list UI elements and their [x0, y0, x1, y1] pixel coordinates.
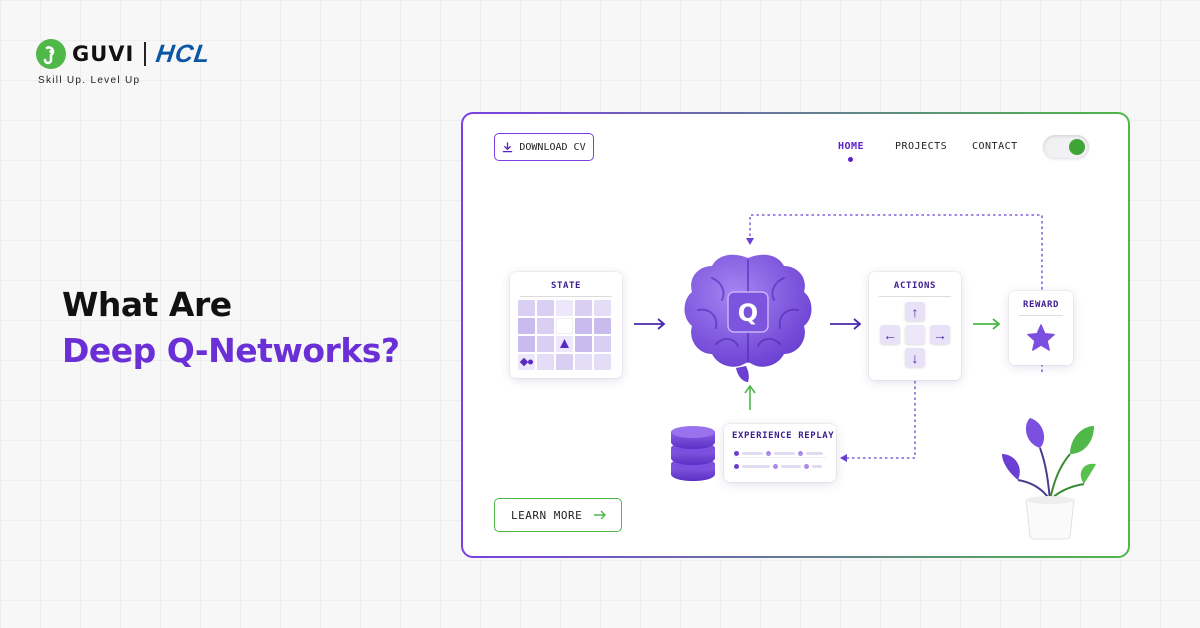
action-dpad: ↑ ← → ↓ [880, 302, 950, 368]
actions-card: ACTIONS ↑ ← → ↓ [869, 272, 961, 380]
brand-logo: GUVI HCL Skill Up. Level Up [36, 38, 213, 86]
arrow-left-icon: ← [880, 325, 900, 344]
arrow-right-icon: → [930, 325, 950, 344]
learn-more-button[interactable]: LEARN MORE [494, 498, 622, 532]
arrow-right-icon [973, 318, 1001, 330]
arrow-right-icon [594, 510, 606, 520]
nav-contact[interactable]: CONTACT [972, 141, 1018, 152]
replay-title: EXPERIENCE REPLAY [732, 431, 835, 441]
download-cv-button[interactable]: DOWNLOAD CV [494, 133, 594, 161]
actions-title: ACTIONS [893, 281, 937, 291]
mock-website-frame: DOWNLOAD CV HOME PROJECTS CONTACT STATE [461, 112, 1130, 558]
database-icon [671, 426, 715, 481]
download-icon [503, 141, 513, 152]
state-grid [518, 300, 611, 370]
brain-icon: Q [684, 254, 812, 382]
state-title: STATE [550, 281, 582, 291]
experience-replay-card: EXPERIENCE REPLAY [724, 424, 836, 482]
learn-more-label: LEARN MORE [511, 508, 583, 522]
arrow-right-icon [634, 318, 666, 330]
headline-line-2: Deep Q-Networks? [62, 331, 400, 370]
arrow-up-icon: ↑ [905, 302, 925, 321]
q-label: Q [738, 299, 758, 327]
reward-title: REWARD [1022, 300, 1060, 310]
nav-active-indicator [848, 157, 853, 162]
guvi-logo-icon [36, 39, 66, 69]
download-cv-label: DOWNLOAD CV [519, 141, 586, 153]
guvi-wordmark: GUVI [72, 42, 135, 66]
card-divider [879, 296, 951, 297]
toggle-knob [1069, 139, 1085, 155]
agent-marker-icon [560, 339, 569, 348]
theme-toggle[interactable] [1043, 135, 1089, 159]
arrow-right-icon [830, 318, 862, 330]
headline-line-1: What Are [62, 285, 232, 324]
nav-home[interactable]: HOME [838, 141, 865, 152]
brand-tagline: Skill Up. Level Up [38, 75, 141, 86]
state-card: STATE [510, 272, 622, 378]
star-icon [1027, 324, 1055, 351]
replay-divider [734, 457, 826, 458]
reward-card: REWARD [1009, 291, 1073, 365]
hcl-wordmark: HCL [154, 39, 213, 68]
card-divider [520, 296, 612, 297]
replay-row [734, 450, 826, 456]
tile-shape-icon [519, 357, 533, 367]
replay-row [734, 463, 826, 469]
logo-divider [144, 42, 147, 66]
card-divider [1019, 315, 1063, 316]
dpad-center [905, 325, 925, 344]
arrow-down-icon: ↓ [905, 348, 925, 367]
nav-projects[interactable]: PROJECTS [895, 141, 948, 152]
headline: What Are Deep Q-Networks? [62, 282, 400, 374]
plant-icon [1002, 418, 1096, 540]
